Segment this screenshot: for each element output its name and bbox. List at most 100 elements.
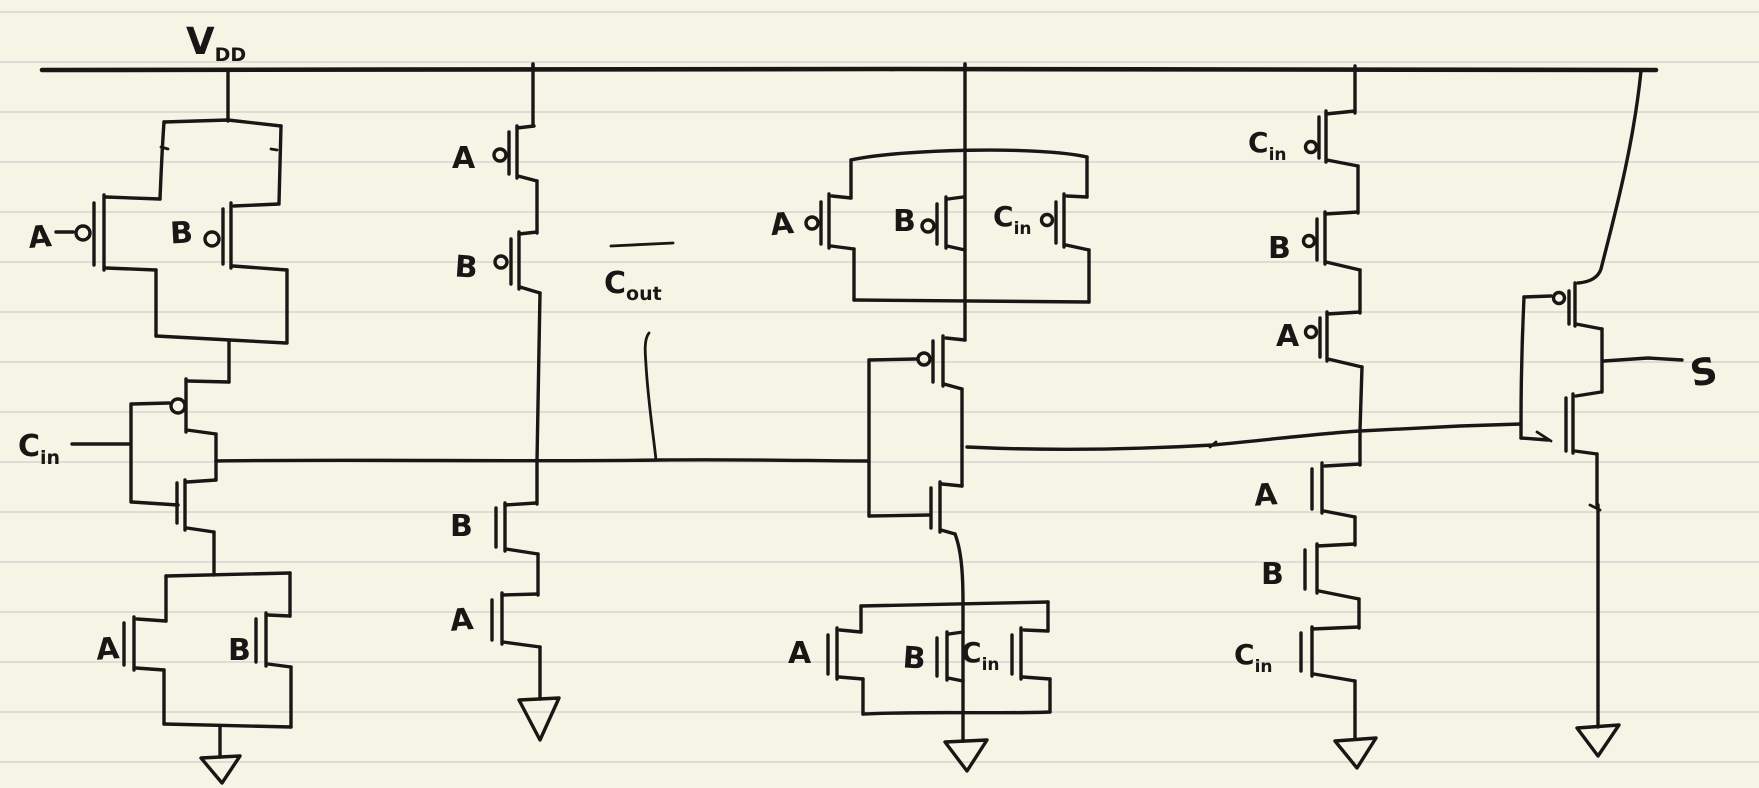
wire <box>130 401 171 406</box>
gate-label: B <box>169 215 194 251</box>
carry-cin-pair: Cin <box>18 377 231 577</box>
wire <box>104 266 158 272</box>
wire <box>130 500 180 507</box>
wire <box>134 666 166 672</box>
wire <box>1022 628 1050 633</box>
overbar <box>609 241 675 248</box>
wire <box>830 194 853 200</box>
wire <box>1322 509 1357 519</box>
wire <box>837 675 865 681</box>
wire <box>185 428 218 436</box>
wire <box>1065 194 1089 199</box>
ruled-lines <box>0 11 1759 763</box>
pen-tick <box>159 145 170 151</box>
wire <box>277 124 283 205</box>
wire <box>1317 589 1361 601</box>
wire <box>516 174 539 183</box>
pmos-bubble <box>74 224 92 242</box>
output-wire <box>1602 356 1684 363</box>
wire <box>154 334 288 345</box>
wire <box>158 120 166 201</box>
output-inverter: S <box>1519 69 1721 758</box>
gate-label: B <box>1261 557 1284 592</box>
wire <box>1021 675 1052 681</box>
carry-series-branch: A B B A <box>449 62 561 742</box>
wire <box>838 628 863 634</box>
wire <box>185 478 218 484</box>
wire <box>861 710 1052 716</box>
wire <box>940 482 964 488</box>
carry-pullup-parallel-pmos: A B <box>27 68 289 384</box>
wire <box>1064 243 1091 252</box>
pmos-bubble <box>1303 324 1319 340</box>
pmos-bubble <box>1303 139 1319 155</box>
carry-pulldown-parallel-nmos: A B <box>95 571 293 785</box>
wire <box>1312 672 1357 683</box>
vdd-rail <box>39 62 1659 73</box>
gate-label: Cin <box>993 200 1032 239</box>
wire <box>946 676 965 683</box>
wire <box>944 336 967 342</box>
ground-symbol <box>943 738 989 773</box>
wire <box>1522 294 1553 299</box>
ground-symbol <box>199 754 242 785</box>
ground-symbol <box>517 696 561 742</box>
wire <box>1576 69 1643 285</box>
gate-label: A <box>1253 477 1279 514</box>
wire <box>1324 109 1357 116</box>
sum-series-branch: Cin B A A B Cin <box>1234 64 1378 770</box>
wire <box>1315 542 1357 548</box>
wire <box>939 528 957 536</box>
cin-label: Cin <box>18 429 60 469</box>
gate-label: A <box>452 141 476 176</box>
gate-label: A <box>95 631 121 668</box>
pen-tick <box>269 147 279 152</box>
pmos-bubble <box>916 351 932 367</box>
wire <box>1325 310 1362 316</box>
pmos-bubble <box>169 397 187 415</box>
wire <box>515 124 536 130</box>
wire <box>535 291 542 463</box>
wire <box>135 617 168 623</box>
label-lead-wire <box>643 331 658 462</box>
gate-label: B <box>228 633 251 668</box>
pmos-bubble <box>1551 290 1567 306</box>
cout-bar-node: Cout <box>214 241 870 463</box>
sum-output-label: S <box>1687 349 1721 396</box>
sum-pullup-parallel-pmos: A B Cin <box>768 62 1091 342</box>
ground-symbol <box>1575 723 1621 758</box>
wire <box>1323 210 1360 216</box>
pmos-bubble <box>492 147 508 163</box>
pmos-bubble <box>1039 212 1055 228</box>
wire <box>945 244 967 252</box>
sum-bar-wire <box>965 422 1523 452</box>
wire <box>1519 436 1550 442</box>
wire <box>500 592 540 597</box>
wire <box>1325 158 1360 168</box>
gate-label: B <box>893 204 916 239</box>
gate-label: Cin <box>961 636 1000 675</box>
wire <box>504 547 540 556</box>
wire <box>1574 322 1604 331</box>
sum-bar-node <box>965 422 1523 452</box>
wire <box>867 357 918 362</box>
wire <box>1323 462 1362 468</box>
pmos-bubble <box>203 230 221 248</box>
pen-tick <box>1535 430 1553 443</box>
pmos-bubble <box>493 254 509 270</box>
wire <box>1310 625 1361 631</box>
wire <box>1574 390 1603 398</box>
wire <box>164 571 292 578</box>
wire <box>867 513 932 518</box>
wire <box>1358 365 1364 432</box>
wire <box>518 285 542 295</box>
wire <box>1324 260 1362 272</box>
vdd-label: VDD <box>186 20 246 66</box>
wire <box>953 532 965 606</box>
cout-bar-wire <box>214 458 870 463</box>
gate-label: A <box>449 602 476 639</box>
gate-label: Cin <box>1248 126 1287 165</box>
pmos-bubble <box>920 218 936 234</box>
cout-bar-label: Cout <box>604 266 662 305</box>
